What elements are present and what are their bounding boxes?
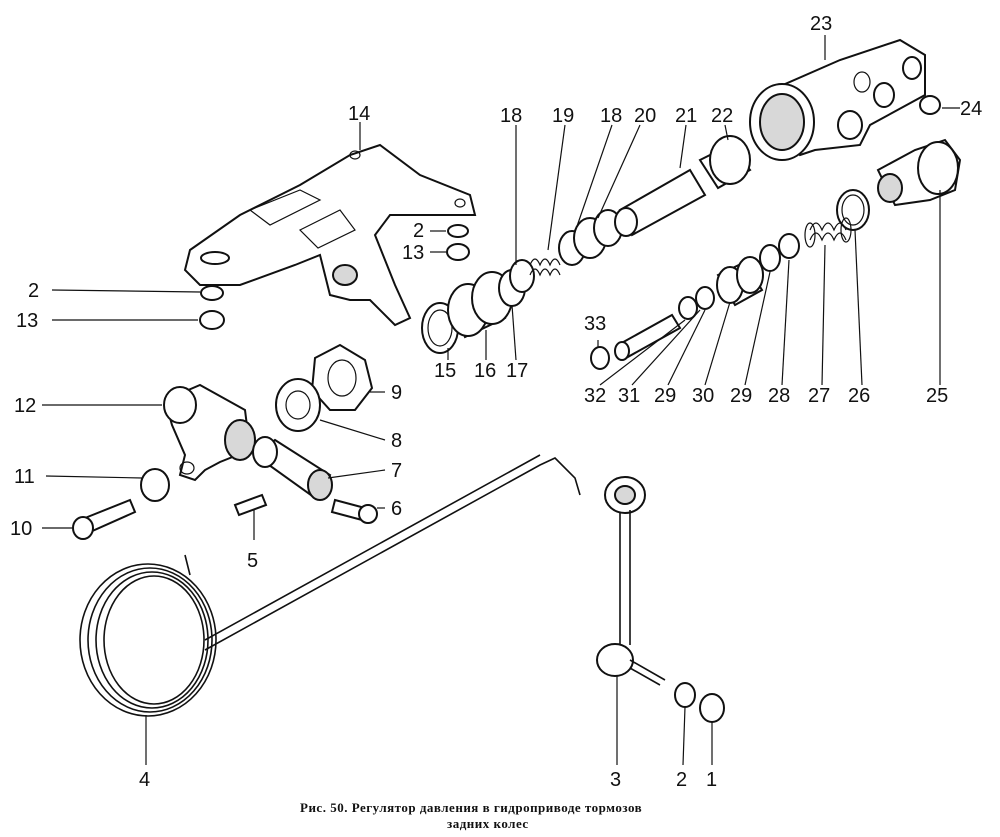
label-12: 12 bbox=[14, 395, 36, 417]
label-11: 11 bbox=[14, 466, 35, 488]
part-13-nut-upper bbox=[446, 243, 470, 261]
label-31: 31 bbox=[618, 385, 640, 407]
part-24-plug bbox=[919, 95, 941, 115]
label-32: 32 bbox=[584, 385, 606, 407]
label-4: 4 bbox=[139, 769, 150, 791]
part-28-ring bbox=[778, 233, 800, 259]
figure-caption-line-1: Рис. 50. Регулятор давления в гидроприво… bbox=[300, 800, 642, 815]
leader-lines bbox=[42, 35, 960, 766]
part-5-pin bbox=[233, 493, 268, 517]
label-29-right: 29 bbox=[730, 385, 752, 407]
part-10-bolt bbox=[72, 498, 137, 540]
part-20-piston-head bbox=[573, 209, 623, 259]
part-23-regulator-body bbox=[749, 38, 926, 161]
part-2-washer-upper bbox=[447, 224, 469, 238]
label-28: 28 bbox=[768, 385, 790, 407]
part-12-lever bbox=[163, 383, 256, 482]
label-7: 7 bbox=[391, 460, 402, 482]
label-1: 1 bbox=[706, 769, 717, 791]
part-9-hex-nut bbox=[310, 343, 374, 411]
label-19: 19 bbox=[552, 105, 574, 127]
part-1-nut bbox=[699, 693, 725, 723]
label-18-right: 18 bbox=[600, 105, 622, 127]
part-11-nut bbox=[140, 468, 170, 502]
label-21: 21 bbox=[675, 105, 697, 127]
label-33: 33 bbox=[584, 313, 606, 335]
part-14-bracket bbox=[183, 143, 477, 327]
label-27: 27 bbox=[808, 385, 830, 407]
label-20: 20 bbox=[634, 105, 656, 127]
label-29-left: 29 bbox=[654, 385, 676, 407]
part-22-piston-end bbox=[698, 135, 752, 190]
part-29-ring-right bbox=[759, 244, 781, 272]
part-25-plug-nut bbox=[876, 138, 962, 207]
part-2-washer-left bbox=[200, 285, 224, 301]
part-21-piston bbox=[614, 168, 707, 237]
label-9: 9 bbox=[391, 382, 402, 404]
label-13-left: 13 bbox=[16, 310, 38, 332]
label-2-bottom: 2 bbox=[676, 769, 687, 791]
label-23: 23 bbox=[810, 13, 832, 35]
part-18-ring-left bbox=[509, 259, 535, 293]
label-8: 8 bbox=[391, 430, 402, 452]
label-6: 6 bbox=[391, 498, 402, 520]
label-26: 26 bbox=[848, 385, 870, 407]
part-2-washer-bottom bbox=[674, 682, 696, 708]
label-2-left: 2 bbox=[28, 280, 39, 302]
label-22: 22 bbox=[711, 105, 733, 127]
part-32-pin bbox=[614, 313, 682, 361]
part-13-nut-left bbox=[199, 310, 225, 330]
label-14: 14 bbox=[348, 103, 370, 125]
part-19-spring bbox=[529, 258, 561, 277]
label-2-upper: 2 bbox=[413, 220, 424, 242]
label-15: 15 bbox=[434, 360, 456, 382]
label-10: 10 bbox=[10, 518, 32, 540]
figure-caption-line-2: задних колес bbox=[447, 816, 529, 831]
part-6-screw bbox=[330, 498, 378, 524]
label-3: 3 bbox=[610, 769, 621, 791]
label-18-left: 18 bbox=[500, 105, 522, 127]
label-25: 25 bbox=[926, 385, 948, 407]
label-24: 24 bbox=[960, 98, 982, 120]
label-17: 17 bbox=[506, 360, 528, 382]
label-5: 5 bbox=[247, 550, 258, 572]
part-7-sleeve bbox=[252, 436, 333, 501]
label-30: 30 bbox=[692, 385, 714, 407]
label-16: 16 bbox=[474, 360, 496, 382]
part-4-torsion-spring bbox=[79, 454, 581, 717]
part-8-washer bbox=[275, 378, 321, 432]
part-30-sleeve bbox=[716, 256, 764, 307]
part-3-link-rod bbox=[596, 476, 666, 686]
part-29-ring-left bbox=[695, 286, 715, 310]
part-31-ring bbox=[678, 296, 698, 320]
part-33-washer bbox=[590, 346, 610, 370]
label-13-upper: 13 bbox=[402, 242, 424, 264]
part-27-spring bbox=[804, 217, 852, 248]
